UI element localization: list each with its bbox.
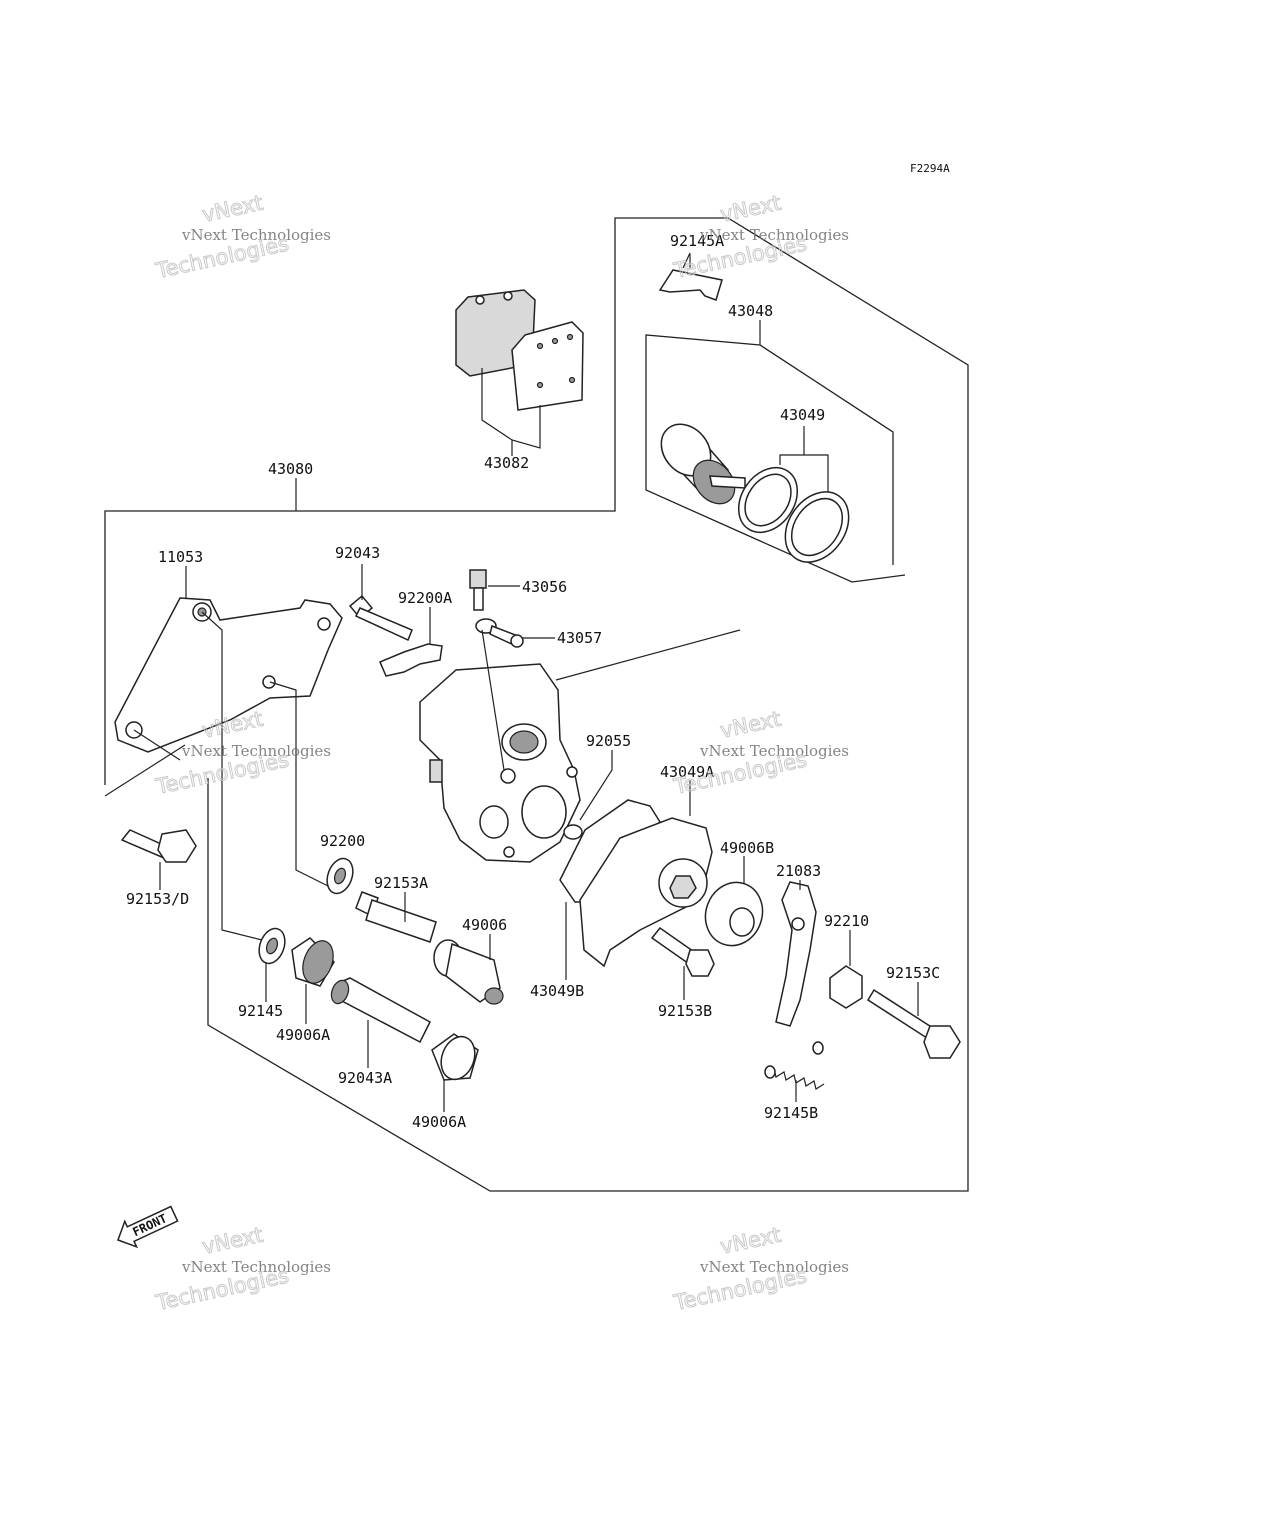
piston-kit-bracket <box>645 334 906 583</box>
piston-icon <box>660 423 746 505</box>
nut-icon <box>829 965 863 1009</box>
svg-text:vNext Technologies: vNext Technologies <box>181 1258 331 1276</box>
slide-pin-icon <box>330 977 431 1044</box>
front-label: FRONT <box>130 1211 169 1239</box>
label-43057: 43057 <box>557 629 602 647</box>
brake-lever-icon <box>775 881 817 1027</box>
label-92153A: 92153A <box>374 874 428 892</box>
label-92200: 92200 <box>320 832 365 850</box>
label-49006B: 49006B <box>720 839 774 857</box>
svg-text:vNext Technologies: vNext Technologies <box>699 226 849 244</box>
label-92145A: 92145A <box>670 232 724 250</box>
assembly-frame <box>104 217 969 1192</box>
svg-text:vNext Technologies: vNext Technologies <box>181 742 331 760</box>
label-43082: 43082 <box>484 454 529 472</box>
label-11053: 11053 <box>158 548 203 566</box>
label-92145B: 92145B <box>764 1104 818 1122</box>
dust-seal-inner <box>790 497 844 557</box>
label-43056: 43056 <box>522 578 567 596</box>
pin-boot-icon <box>291 937 335 987</box>
label-92145: 92145 <box>238 1002 283 1020</box>
label-92153D: 92153/D <box>126 890 189 908</box>
pin-boot-icon <box>431 1033 479 1081</box>
svg-text:vNext Technologies: vNext Technologies <box>181 226 331 244</box>
pin-bolt-icon <box>355 891 437 943</box>
return-spring-icon <box>764 1041 825 1090</box>
pin-boot-icon <box>433 939 504 1005</box>
leader-92200 <box>269 681 329 887</box>
label-49006A-lower: 49006A <box>412 1113 466 1131</box>
anti-rattle-clip-icon <box>658 252 723 301</box>
leader-11053-b <box>201 611 263 941</box>
leader-bracket-hole <box>133 729 181 761</box>
bolt-icon <box>866 988 961 1059</box>
leader-92055 <box>579 750 613 821</box>
label-92153B: 92153B <box>658 1002 712 1020</box>
plane-line <box>555 629 741 681</box>
bleeder-cap-icon <box>475 618 524 648</box>
label-92210: 92210 <box>824 912 869 930</box>
svg-text:vNext: vNext <box>200 1223 265 1259</box>
brake-pad-icon <box>511 321 584 411</box>
parking-brake-housing-icon <box>579 817 713 968</box>
label-21083: 21083 <box>776 862 821 880</box>
washer-icon <box>258 927 286 965</box>
label-43048: 43048 <box>728 302 773 320</box>
label-92055: 92055 <box>586 732 631 750</box>
caliper-body-icon <box>419 663 581 863</box>
o-ring-icon <box>563 824 583 840</box>
bleed-valve-icon <box>469 569 487 611</box>
label-43049A: 43049A <box>660 763 714 781</box>
lock-plate-icon <box>379 643 443 677</box>
label-92153C: 92153C <box>886 964 940 982</box>
piston-seal-inner <box>744 473 792 527</box>
washer-icon <box>326 857 354 895</box>
label-43049B: 43049B <box>530 982 584 1000</box>
svg-text:vNext Technologies: vNext Technologies <box>699 742 849 760</box>
mounting-bolt-icon <box>120 829 197 863</box>
leader-bleed <box>481 629 505 771</box>
label-92043A: 92043A <box>338 1069 392 1087</box>
svg-text:vNext: vNext <box>718 191 783 227</box>
svg-text:vNext Technologies: vNext Technologies <box>699 1258 849 1276</box>
svg-text:vNext: vNext <box>200 191 265 227</box>
label-43049: 43049 <box>780 406 825 424</box>
svg-text:vNext: vNext <box>718 707 783 743</box>
label-49006: 49006 <box>462 916 507 934</box>
front-arrow-icon: FRONT <box>117 1205 179 1249</box>
roller-icon <box>704 881 764 947</box>
svg-text:vNext: vNext <box>718 1223 783 1259</box>
label-92200A: 92200A <box>398 589 452 607</box>
bolt-icon <box>650 926 715 977</box>
pin-bolt-icon <box>348 594 413 642</box>
plane-line-left <box>104 744 186 797</box>
figure-code: F2294A <box>910 162 950 175</box>
label-49006A-upper: 49006A <box>276 1026 330 1044</box>
label-92043: 92043 <box>335 544 380 562</box>
label-43080: 43080 <box>268 460 313 478</box>
